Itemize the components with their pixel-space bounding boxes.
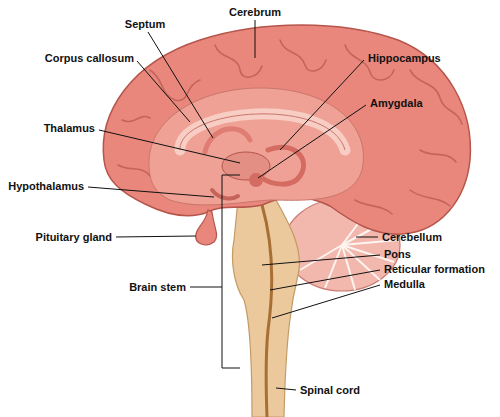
gyrus-line	[118, 165, 150, 176]
part-label: Spinal cord	[300, 384, 360, 397]
brain-stem-shape	[232, 200, 299, 417]
reticular-formation-line	[262, 205, 272, 417]
part-label: Hippocampus	[368, 52, 441, 65]
pituitary-shape	[196, 210, 217, 245]
leader-line	[270, 270, 380, 290]
gyrus-line	[420, 150, 456, 162]
part-label: Corpus callosum	[45, 52, 134, 65]
brain-stem-bracket	[190, 175, 240, 368]
gyrus-line	[122, 116, 150, 121]
part-label: Septum	[125, 18, 165, 31]
part-label: Thalamus	[44, 122, 95, 135]
leader-line	[356, 237, 378, 238]
amygdala-shape	[249, 173, 263, 187]
cerebrum-gyri	[118, 40, 462, 214]
folia-line	[300, 245, 342, 270]
part-label: Medulla	[384, 278, 425, 291]
part-label: Reticular formation	[384, 263, 485, 276]
part-label: Pituitary gland	[36, 231, 112, 244]
medial-surface	[149, 88, 364, 205]
corpus-callosum-shape	[180, 114, 345, 150]
folia-line	[325, 245, 342, 288]
hippocampus-shape	[262, 147, 304, 184]
folia-line	[342, 245, 355, 290]
hypothalamus-shape	[212, 190, 238, 198]
leader-line	[258, 105, 366, 178]
gyrus-line	[355, 200, 392, 214]
gyrus-line	[410, 190, 450, 206]
leader-line	[262, 255, 380, 265]
leader-line	[116, 236, 196, 237]
cerebrum-shape	[103, 25, 470, 234]
leader-line	[88, 187, 214, 197]
leader-line	[272, 285, 380, 318]
part-label: Hypothalamus	[8, 180, 84, 193]
part-label: Brain stem	[129, 281, 186, 294]
leader-lines	[88, 20, 380, 390]
part-label: Cerebrum	[229, 6, 281, 19]
leader-line	[99, 130, 240, 163]
septum-shape	[205, 129, 250, 152]
corpus-callosum-edge	[180, 114, 345, 150]
part-label: Pons	[384, 248, 411, 261]
part-label: Cerebellum	[382, 231, 442, 244]
gyrus-line	[280, 40, 326, 71]
leader-line	[137, 61, 190, 122]
part-label: Amygdala	[370, 97, 423, 110]
leader-line	[280, 60, 364, 150]
leader-line	[276, 388, 296, 390]
leader-line	[255, 20, 256, 58]
